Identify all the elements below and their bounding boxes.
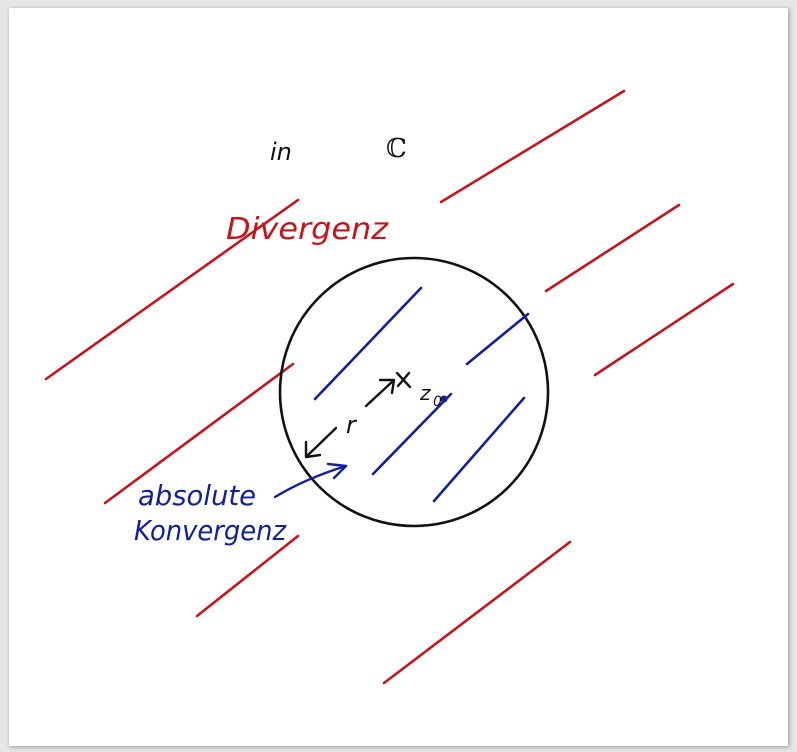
divergence-line	[439, 89, 626, 204]
center-label-subscript: 0	[433, 394, 442, 410]
radius-label: r	[346, 411, 358, 439]
convergence-line	[371, 392, 453, 476]
convergence-hatching	[313, 286, 530, 503]
convergence-line	[465, 312, 530, 366]
convergence-line	[313, 286, 423, 401]
radius-line-lower	[305, 426, 338, 458]
convergence-line	[432, 396, 526, 503]
center-cross-icon	[395, 371, 412, 389]
radius-line-upper	[364, 379, 395, 408]
center-point	[440, 395, 448, 403]
divergence-hatching	[44, 89, 735, 685]
arrowhead-lower-icon	[304, 440, 322, 459]
arrowhead-upper-icon	[378, 378, 396, 395]
divergence-line	[593, 282, 735, 377]
complex-numbers-symbol: ℂ	[386, 134, 407, 164]
divergence-line	[544, 203, 681, 293]
pointer-shaft	[273, 464, 348, 499]
center-mark	[395, 371, 412, 389]
divergence-line	[103, 362, 295, 505]
divergence-line	[44, 198, 300, 381]
whiteboard-sheet	[9, 8, 788, 746]
pointer-head-icon	[326, 462, 348, 480]
radius-arrow	[304, 378, 396, 459]
center-label-z: z	[419, 381, 431, 405]
divergence-label: Divergenz	[226, 212, 389, 247]
divergence-line	[382, 540, 572, 685]
label-pointer-arrow	[273, 462, 348, 499]
convergence-circle	[278, 256, 550, 528]
field-prefix-label: in	[270, 138, 292, 166]
divergence-line	[195, 534, 300, 618]
convergence-label-line1: absolute	[138, 479, 256, 512]
convergence-label-line2: Konvergenz	[134, 514, 287, 547]
center-label: z 0	[419, 381, 442, 410]
